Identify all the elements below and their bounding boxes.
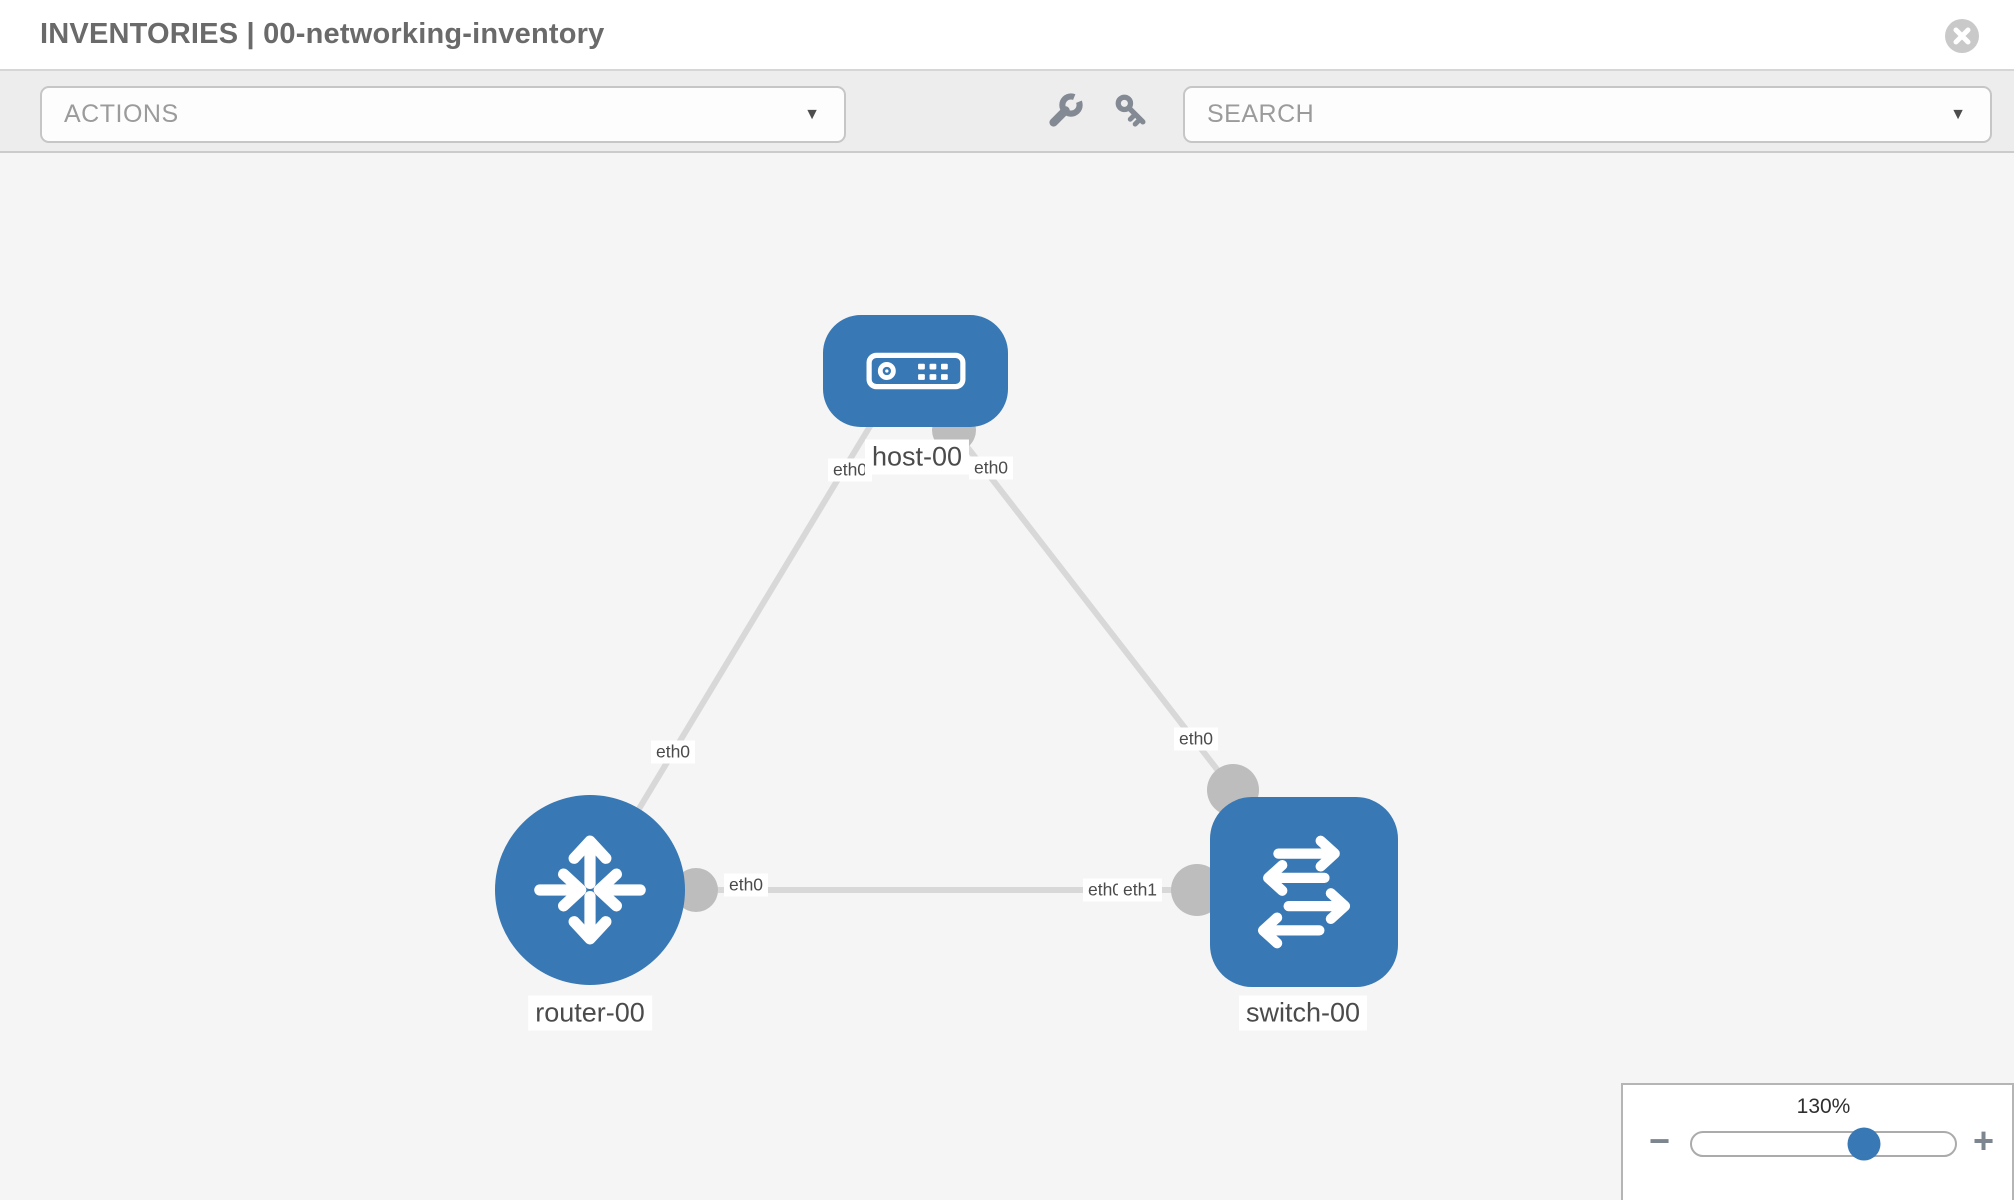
zoom-percent-label: 130% bbox=[1796, 1095, 1851, 1118]
node-host-00[interactable] bbox=[823, 315, 1008, 427]
route-arrows-icon bbox=[534, 835, 646, 945]
zoom-out-button[interactable]: − bbox=[1649, 1120, 1671, 1161]
node-label-router: router-00 bbox=[528, 995, 652, 1031]
iface-label-eth0: eth0 bbox=[827, 458, 873, 482]
search-dropdown-label: SEARCH bbox=[1207, 100, 1315, 128]
zoom-control-panel: 130% − + bbox=[1621, 1083, 2014, 1200]
iface-label-eth0: eth0 bbox=[1082, 878, 1128, 902]
zoom-slider-knob[interactable] bbox=[1847, 1127, 1881, 1161]
close-button[interactable] bbox=[1945, 19, 1979, 53]
search-dropdown[interactable]: SEARCH ▼ bbox=[1183, 86, 1992, 143]
iface-label-eth0: eth0 bbox=[968, 456, 1014, 480]
node-router-00[interactable] bbox=[495, 795, 685, 985]
iface-label-eth0: eth0 bbox=[1173, 727, 1219, 751]
iface-label-eth0: eth0 bbox=[723, 873, 769, 897]
toolbar: ACTIONS ▼ SEARCH ▼ bbox=[0, 71, 2014, 153]
header: INVENTORIES | 00-networking-inventory bbox=[0, 0, 2014, 71]
actions-dropdown[interactable]: ACTIONS ▼ bbox=[40, 86, 846, 143]
wrench-icon bbox=[1049, 91, 1085, 127]
key-button[interactable] bbox=[1104, 83, 1160, 139]
zoom-in-button[interactable]: + bbox=[1972, 1120, 1994, 1161]
iface-label-eth0: eth0 bbox=[650, 740, 696, 764]
topology-canvas[interactable] bbox=[0, 153, 2014, 1200]
chevron-down-icon: ▼ bbox=[804, 105, 820, 123]
close-icon bbox=[1945, 19, 1979, 53]
key-icon bbox=[1115, 94, 1146, 127]
exchange-arrows-icon bbox=[1257, 835, 1351, 949]
node-label-host: host-00 bbox=[864, 439, 970, 475]
actions-dropdown-label: ACTIONS bbox=[64, 100, 179, 128]
node-label-switch: switch-00 bbox=[1238, 995, 1368, 1031]
node-switch-00[interactable] bbox=[1210, 797, 1398, 987]
page-title: INVENTORIES | 00-networking-inventory bbox=[40, 18, 605, 50]
chevron-down-icon: ▼ bbox=[1950, 105, 1966, 123]
iface-label-eth1: eth1 bbox=[1117, 878, 1163, 902]
wrench-button[interactable] bbox=[1037, 83, 1093, 139]
server-icon bbox=[866, 352, 965, 390]
zoom-slider-track[interactable] bbox=[1690, 1127, 1957, 1161]
